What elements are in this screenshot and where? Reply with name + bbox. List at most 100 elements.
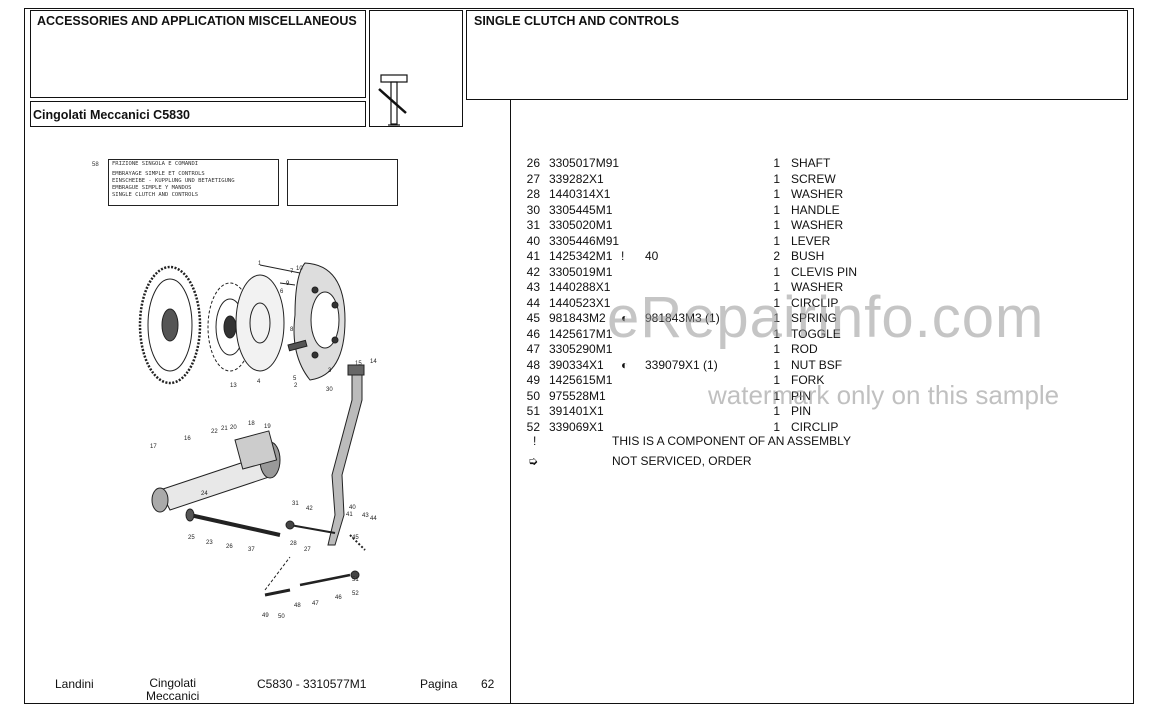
part-description: TOGGLE	[791, 326, 841, 341]
part-quantity: 1	[773, 326, 780, 341]
part-number: 3305445M1	[549, 202, 613, 217]
part-description: WASHER	[791, 187, 844, 201]
part-description: HANDLE	[791, 202, 840, 217]
model-label-box: Cingolati Meccanici C5830	[30, 101, 366, 127]
part-quantity: 1	[773, 218, 780, 232]
clutch-pedal-icon	[378, 74, 408, 126]
part-ref-number: 46	[526, 326, 540, 341]
callout-9: 9	[286, 281, 290, 287]
part-quantity: 1	[773, 264, 780, 279]
part-description: CIRCLIP	[791, 419, 839, 434]
diagram-title-fr: EMBRAYAGE SIMPLE ET CONTROLS	[112, 171, 205, 177]
callout-28: 28	[290, 541, 297, 547]
part-quantity: 1	[773, 342, 780, 356]
callout-46: 46	[335, 595, 342, 601]
part-number: 3305017M91	[549, 156, 620, 170]
callout-5: 5	[293, 376, 297, 382]
part-ref-number: 27	[526, 171, 540, 186]
part-quantity: 1	[773, 233, 780, 248]
alternate-part: 981843M3 (1)	[645, 311, 720, 325]
callout-14: 14	[370, 359, 377, 365]
exploded-clutch-diagram: 1 2 3 4 5 6 7 8 9 10 13 14 15 16 17 18 1…	[138, 261, 377, 620]
callout-41: 41	[346, 512, 353, 518]
callout-52: 52	[352, 591, 359, 597]
callout-17: 17	[150, 444, 157, 450]
part-number: 3305020M1	[549, 218, 613, 232]
footer-series: Cingolati Meccanici	[146, 677, 199, 703]
part-number: 975528M1	[549, 388, 606, 403]
part-ref-number: 47	[526, 342, 540, 356]
part-quantity: 1	[773, 373, 780, 387]
callout-45: 45	[352, 535, 359, 541]
part-quantity: 1	[773, 419, 780, 434]
callout-24: 24	[201, 491, 208, 497]
group-title-box: SINGLE CLUTCH AND CONTROLS	[466, 10, 1128, 100]
callout-26: 26	[226, 544, 233, 550]
part-ref-number: 45	[526, 311, 540, 325]
part-ref-number: 28	[526, 187, 540, 201]
callout-48: 48	[294, 603, 301, 609]
callout-23: 23	[206, 540, 213, 546]
part-ref-number: 31	[526, 218, 540, 232]
callout-13: 13	[230, 383, 237, 389]
callout-27: 27	[304, 547, 311, 553]
part-description: WASHER	[791, 218, 844, 232]
part-description: LEVER	[791, 233, 831, 248]
part-number: 1425617M1	[549, 326, 613, 341]
order-arrow-icon: ➭	[528, 454, 539, 468]
part-number: 3305446M91	[549, 233, 620, 248]
callout-31: 31	[292, 501, 299, 507]
alternate-part: 40	[645, 249, 659, 263]
part-ref-number: 51	[526, 404, 540, 418]
part-description: SHAFT	[791, 156, 831, 170]
diagram-page-ref: 58	[92, 162, 99, 168]
part-quantity: 1	[773, 295, 780, 310]
footer-page-label: Pagina	[420, 677, 458, 691]
part-quantity: 2	[773, 249, 780, 263]
part-ref-number: 50	[526, 388, 540, 403]
diagram-blank-box	[287, 159, 398, 206]
part-quantity: 1	[773, 357, 780, 372]
column-divider	[510, 100, 511, 704]
legend-not-serviced-text: NOT SERVICED, ORDER	[612, 454, 752, 468]
part-number: 3305290M1	[549, 342, 613, 356]
callout-42: 42	[306, 506, 313, 512]
footer-brand: Landini	[55, 677, 94, 691]
diagram-title-it: FRIZIONE SINGOLA E COMANDI	[112, 161, 199, 167]
part-ref-number: 48	[526, 357, 540, 372]
diagram-title-block: FRIZIONE SINGOLA E COMANDI EMBRAYAGE SIM…	[108, 159, 279, 206]
part-description: CIRCLIP	[791, 295, 839, 310]
callout-51: 51	[352, 577, 359, 583]
model-label: Cingolati Meccanici C5830	[33, 108, 191, 122]
group-title: SINGLE CLUTCH AND CONTROLS	[474, 14, 680, 28]
callout-43: 43	[362, 513, 369, 519]
footer-series-line1: Cingolati	[149, 676, 197, 690]
parts-row: 52 339069X1 1 CIRCLIP	[520, 420, 1140, 436]
part-ref-number: 52	[526, 419, 540, 434]
callout-25: 25	[188, 535, 195, 541]
footer-catalog: C5830 - 3310577M1	[257, 677, 367, 691]
callout-50: 50	[278, 614, 285, 620]
assembly-marker-icon: !	[533, 434, 537, 448]
diagram-title-en: SINGLE CLUTCH AND CONTROLS	[112, 192, 199, 198]
part-number: 1440523X1	[549, 295, 611, 310]
part-ref-number: 26	[526, 156, 540, 170]
watermark-note: watermark only on this sample	[708, 380, 1060, 410]
section-title: ACCESSORIES AND APPLICATION MISCELLANEOU…	[37, 14, 357, 28]
callout-44: 44	[370, 516, 377, 522]
part-number: 339069X1	[549, 419, 604, 434]
callout-19: 19	[264, 424, 271, 430]
footer-page-number: 62	[481, 677, 495, 691]
callout-40: 40	[349, 505, 356, 511]
adjuster-rod	[299, 573, 351, 587]
callout-37: 37	[248, 547, 255, 553]
callout-20: 20	[230, 425, 237, 431]
